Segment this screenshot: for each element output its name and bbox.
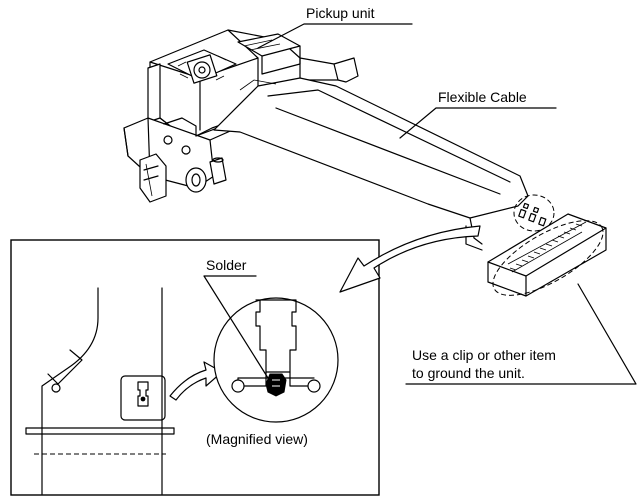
flexible-cable-label: Flexible Cable — [438, 89, 527, 105]
connector-highlight-ellipse — [492, 220, 604, 296]
large-curved-arrow — [339, 225, 481, 293]
instruction-line1: Use a clip or other item — [412, 347, 556, 363]
magnified-inset: Solder (Magnified view) — [10, 239, 380, 496]
contact-highlight-circle — [513, 194, 555, 232]
flexible-cable-callout: Flexible Cable — [399, 89, 557, 139]
magnified-circle — [213, 297, 339, 423]
connector-pins — [509, 223, 583, 273]
connector — [487, 213, 607, 297]
magnified-view-label: (Magnified view) — [206, 431, 308, 447]
pickup-unit-callout: Pickup unit — [257, 5, 413, 49]
instruction-callout: Use a clip or other item to ground the u… — [412, 347, 556, 381]
pickup-unit-label: Pickup unit — [306, 5, 375, 21]
solder-pad-small — [120, 375, 166, 421]
instruction-line2: to ground the unit. — [412, 365, 525, 381]
flexible-cable — [213, 77, 555, 251]
cable-contact-marks — [518, 202, 547, 227]
solder-label: Solder — [206, 257, 247, 273]
pickup-unit-mechanism — [123, 29, 359, 203]
magnify-arrow — [169, 361, 223, 401]
